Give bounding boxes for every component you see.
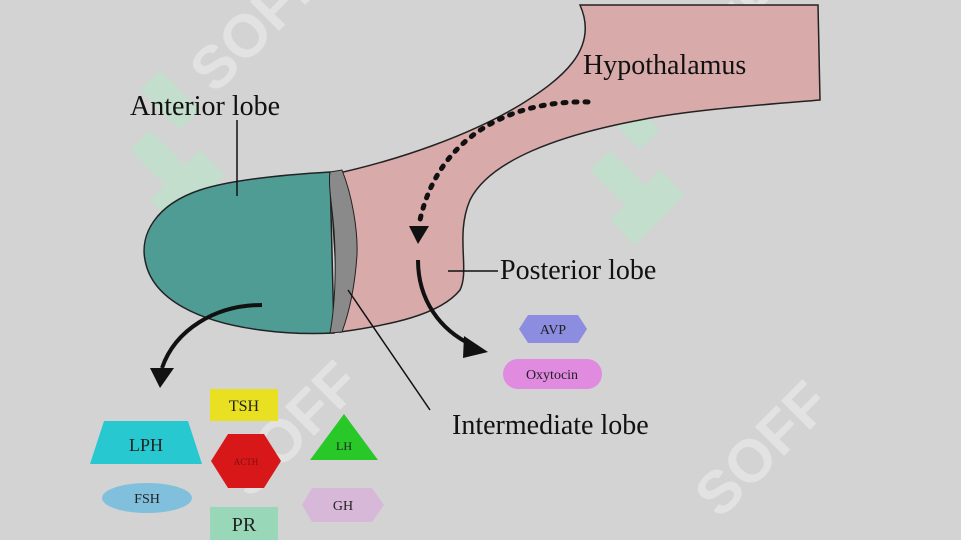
anterior-lobe-label: Anterior lobe xyxy=(130,91,280,122)
lh-badge xyxy=(310,414,378,460)
intermediate-lobe-label: Intermediate lobe xyxy=(452,410,649,441)
fsh-label: FSH xyxy=(134,492,160,507)
gh-badge xyxy=(302,488,384,522)
tsh-label: TSH xyxy=(229,398,260,415)
oxytocin-label: Oxytocin xyxy=(526,368,578,383)
dotted-arrow-head-icon xyxy=(409,226,429,244)
watermark-text: SOFF xyxy=(682,369,843,530)
hypothalamus-label: Hypothalamus xyxy=(583,50,746,81)
lph-badge xyxy=(90,421,202,464)
anterior-release-arrow xyxy=(160,303,263,369)
lph-label: LPH xyxy=(129,435,163,455)
neural-dotted-arrow xyxy=(417,99,591,223)
avp-label: AVP xyxy=(540,323,566,338)
lh-label: LH xyxy=(336,439,352,453)
oxytocin-badge xyxy=(503,359,602,389)
posterior-release-arrow xyxy=(416,259,473,347)
fsh-badge xyxy=(102,483,192,513)
gh-label: GH xyxy=(333,499,353,514)
intermediate-leader-line xyxy=(347,289,431,411)
posterior-lobe-label: Posterior lobe xyxy=(500,255,656,286)
tsh-badge xyxy=(210,389,278,421)
anterior-lobe-shape xyxy=(143,171,335,335)
posterior-lobe-shape xyxy=(329,4,821,333)
posterior-arrow-head-icon xyxy=(463,336,488,358)
watermark-logo xyxy=(130,70,685,245)
pr-badge xyxy=(210,507,278,540)
anterior-arrow-head-icon xyxy=(150,368,174,388)
acth-label: ACTH xyxy=(234,457,259,467)
avp-badge xyxy=(519,315,587,343)
pr-label: PR xyxy=(232,514,257,536)
acth-badge xyxy=(211,434,281,488)
watermark-text: SOFF xyxy=(177,0,338,104)
